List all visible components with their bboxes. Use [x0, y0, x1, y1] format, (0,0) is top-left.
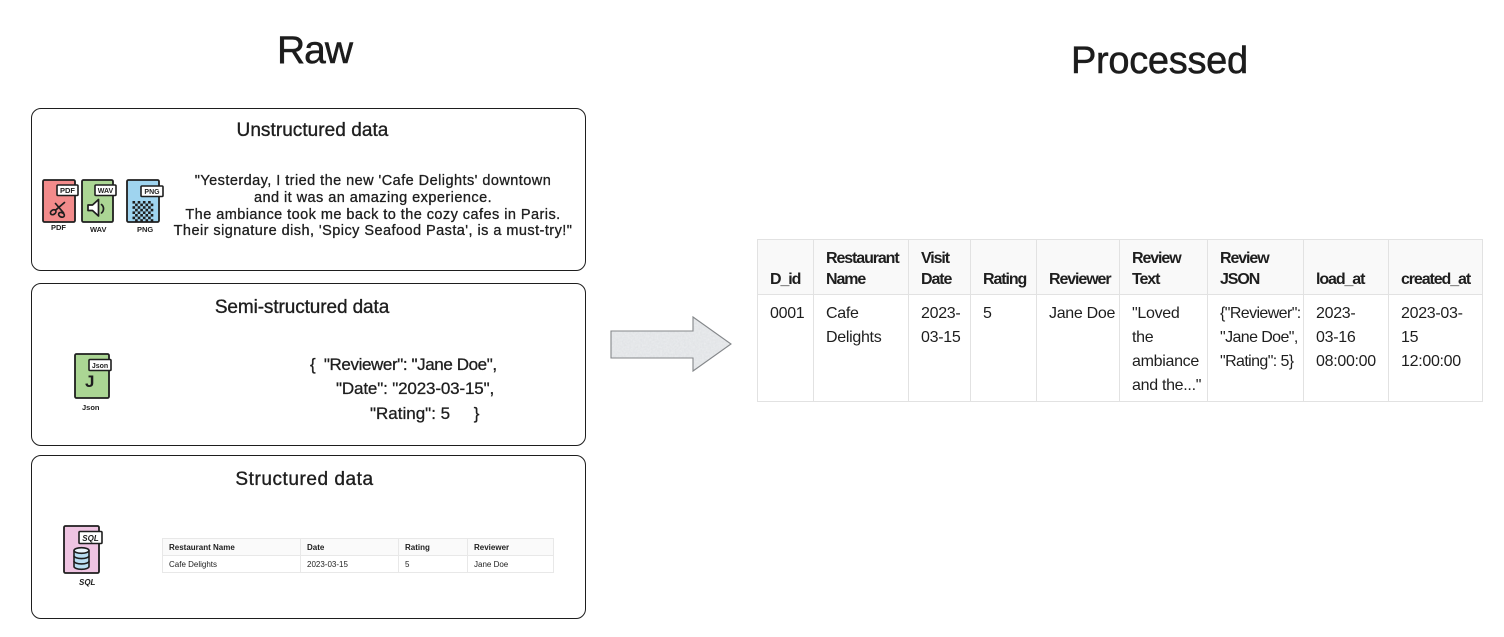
- svg-text:PNG: PNG: [137, 225, 153, 234]
- svg-text:J: J: [85, 372, 94, 391]
- svg-text:SQL: SQL: [79, 578, 96, 587]
- svg-text:PDF: PDF: [60, 186, 75, 195]
- svg-text:WAV: WAV: [90, 225, 107, 234]
- svg-text:Json: Json: [92, 363, 108, 370]
- svg-text:SQL: SQL: [82, 534, 99, 543]
- svg-text:PDF: PDF: [51, 223, 66, 232]
- svg-text:Json: Json: [82, 403, 100, 412]
- svg-text:WAV: WAV: [98, 188, 114, 195]
- svg-text:PNG: PNG: [144, 189, 160, 196]
